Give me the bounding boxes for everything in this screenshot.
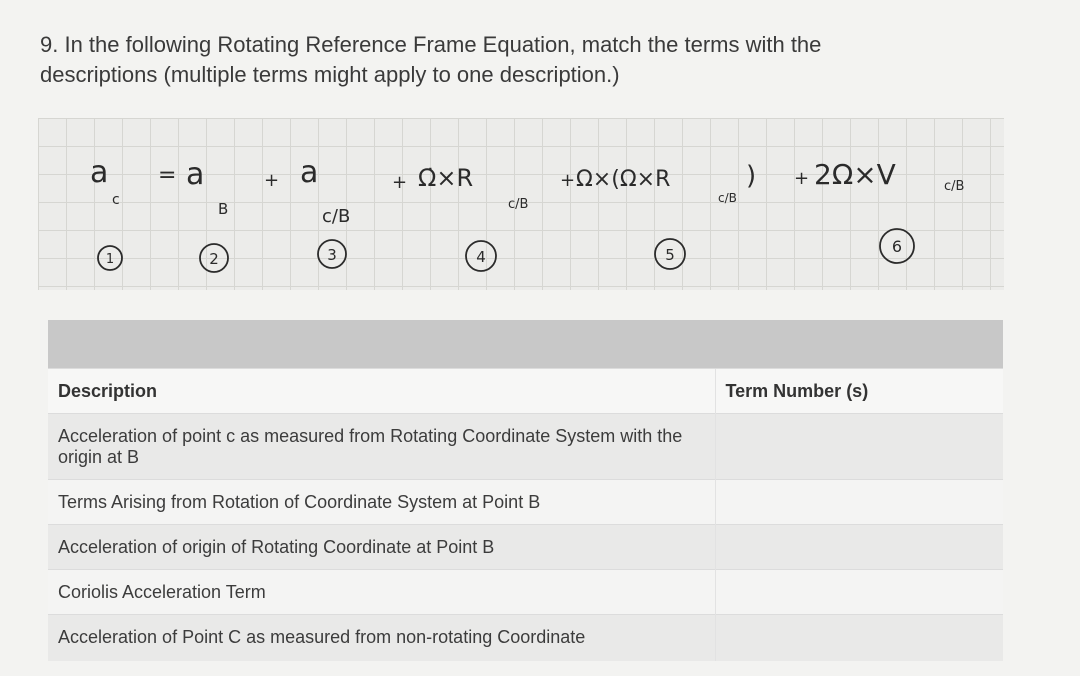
circled-number-1: 1 (97, 245, 123, 271)
table-row: Acceleration of point c as measured from… (48, 413, 1003, 480)
term-5-prefix: + (560, 170, 575, 191)
term-number-header: Term Number (s) (714, 368, 1003, 414)
table-row: Terms Arising from Rotation of Coordinat… (48, 479, 1003, 525)
term-number-cell[interactable] (714, 479, 1003, 525)
circled-number-2: 2 (199, 243, 229, 273)
term-1-sub: c (112, 192, 120, 208)
circled-number-4: 4 (465, 240, 497, 272)
term-5-sub: c/B (718, 191, 737, 205)
handwritten-equation-image: a c = a B + a c/B + Ω̇×R c/B + Ω×(Ω×R c/… (38, 118, 1004, 290)
term-1-main: a (90, 155, 108, 190)
equation-drawing: a c = a B + a c/B + Ω̇×R c/B + Ω×(Ω×R c/… (90, 155, 964, 273)
row-description: Acceleration of Point C as measured from… (48, 614, 715, 661)
svg-text:1: 1 (106, 252, 114, 267)
term-number-cell[interactable] (714, 614, 1003, 661)
svg-text:3: 3 (327, 246, 337, 264)
matching-table: Description Term Number (s) Acceleration… (48, 320, 1003, 661)
row-description: Acceleration of origin of Rotating Coord… (48, 524, 715, 570)
term-3-sub: c/B (322, 206, 350, 227)
svg-text:2: 2 (209, 250, 219, 268)
row-description: Acceleration of point c as measured from… (48, 413, 715, 480)
circled-number-3: 3 (317, 239, 347, 269)
term-2-main: a (186, 157, 204, 192)
term-6-main: 2Ω×V (814, 158, 896, 191)
term-2-sub: B (218, 200, 228, 218)
term-2-prefix: = (158, 163, 176, 188)
term-3-main: a (300, 155, 318, 190)
term-6-prefix: + (794, 168, 809, 189)
term-4-sub: c/B (508, 197, 528, 212)
question-line-1: 9. In the following Rotating Reference F… (40, 32, 822, 57)
table-header-bar (48, 320, 1003, 369)
term-3-prefix: + (264, 170, 279, 191)
term-5-suffix: ) (746, 161, 756, 191)
row-description: Terms Arising from Rotation of Coordinat… (48, 479, 715, 525)
term-6-sub: c/B (944, 179, 964, 194)
term-4-prefix: + (392, 172, 407, 193)
term-number-cell[interactable] (714, 569, 1003, 615)
circled-number-6: 6 (879, 228, 915, 264)
table-row: Coriolis Acceleration Term (48, 569, 1003, 615)
row-description: Coriolis Acceleration Term (48, 569, 715, 615)
svg-text:5: 5 (665, 246, 675, 264)
svg-text:6: 6 (892, 237, 902, 256)
term-4-main: Ω̇×R (418, 164, 473, 192)
description-header: Description (48, 368, 715, 414)
question-text: 9. In the following Rotating Reference F… (40, 30, 1040, 90)
term-number-cell[interactable] (714, 524, 1003, 570)
table-row: Acceleration of Point C as measured from… (48, 614, 1003, 661)
svg-text:4: 4 (476, 248, 486, 266)
table-column-headers: Description Term Number (s) (48, 368, 1003, 414)
term-number-cell[interactable] (714, 413, 1003, 480)
term-5-main: Ω×(Ω×R (576, 167, 670, 192)
question-line-2: descriptions (multiple terms might apply… (40, 62, 620, 87)
circled-number-5: 5 (654, 238, 686, 270)
table-row: Acceleration of origin of Rotating Coord… (48, 524, 1003, 570)
